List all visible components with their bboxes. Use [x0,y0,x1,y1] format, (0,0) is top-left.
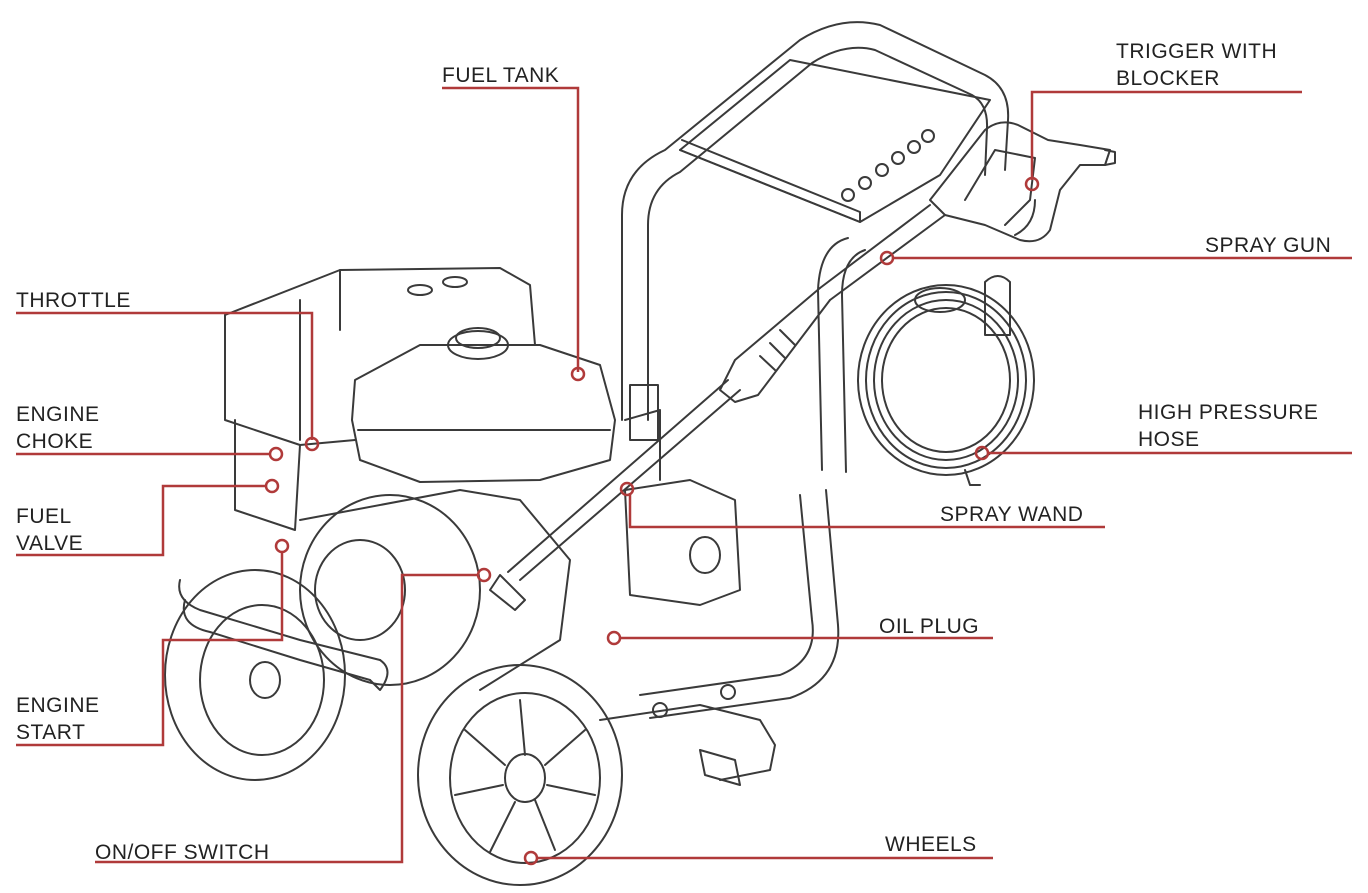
wheel-front [417,664,623,886]
engine-body [224,267,536,531]
leader-engine-start [16,552,284,747]
dot-fuel-valve [264,478,280,494]
label-trigger-with-blocker: TRIGGER WITH BLOCKER [1116,40,1278,90]
leader-trigger [1030,90,1302,180]
dot-throttle [304,436,320,452]
dot-fuel-tank [570,366,586,382]
label-on-off-switch: ON/OFF SWITCH [95,841,270,864]
dot-spray-gun [879,250,895,266]
leader-on-off [95,573,478,864]
label-fuel-tank: FUEL TANK [442,64,560,87]
dot-wheels [523,850,539,866]
control-panel [679,59,991,223]
leader-fuel-tank [442,86,580,372]
dot-trigger [1024,176,1040,192]
spray-gun [929,121,1116,243]
fuel-tank [351,327,616,483]
pump [624,384,741,606]
leader-fuel-valve [16,484,266,557]
label-wheels: WHEELS [885,833,977,856]
dot-on-off [476,567,492,583]
bumper-bar [178,579,389,691]
label-fuel-valve: FUEL VALVE [16,505,84,555]
hose-coil [857,275,1035,486]
recoil-cover [299,489,571,691]
label-spray-wand: SPRAY WAND [940,503,1084,526]
dot-hose [974,445,990,461]
leader-lines [16,86,1352,866]
leader-throttle [16,311,314,440]
dot-spray-wand [619,481,635,497]
label-oil-plug: OIL PLUG [879,615,980,638]
label-throttle: THROTTLE [16,289,131,312]
spray-wand [489,204,946,611]
label-high-pressure-hose: HIGH PRESSURE HOSE [1138,401,1319,451]
wheel-rear [164,569,346,781]
dot-engine-choke [268,446,284,462]
dot-oil-plug [606,630,622,646]
label-engine-choke: ENGINE CHOKE [16,403,100,453]
base-frame [599,684,776,786]
leader-spray-wand [628,493,1105,529]
label-spray-gun: SPRAY GUN [1205,234,1332,257]
label-engine-start: ENGINE START [16,694,100,744]
machine-outline [164,21,1116,886]
dot-engine-start [274,538,290,554]
